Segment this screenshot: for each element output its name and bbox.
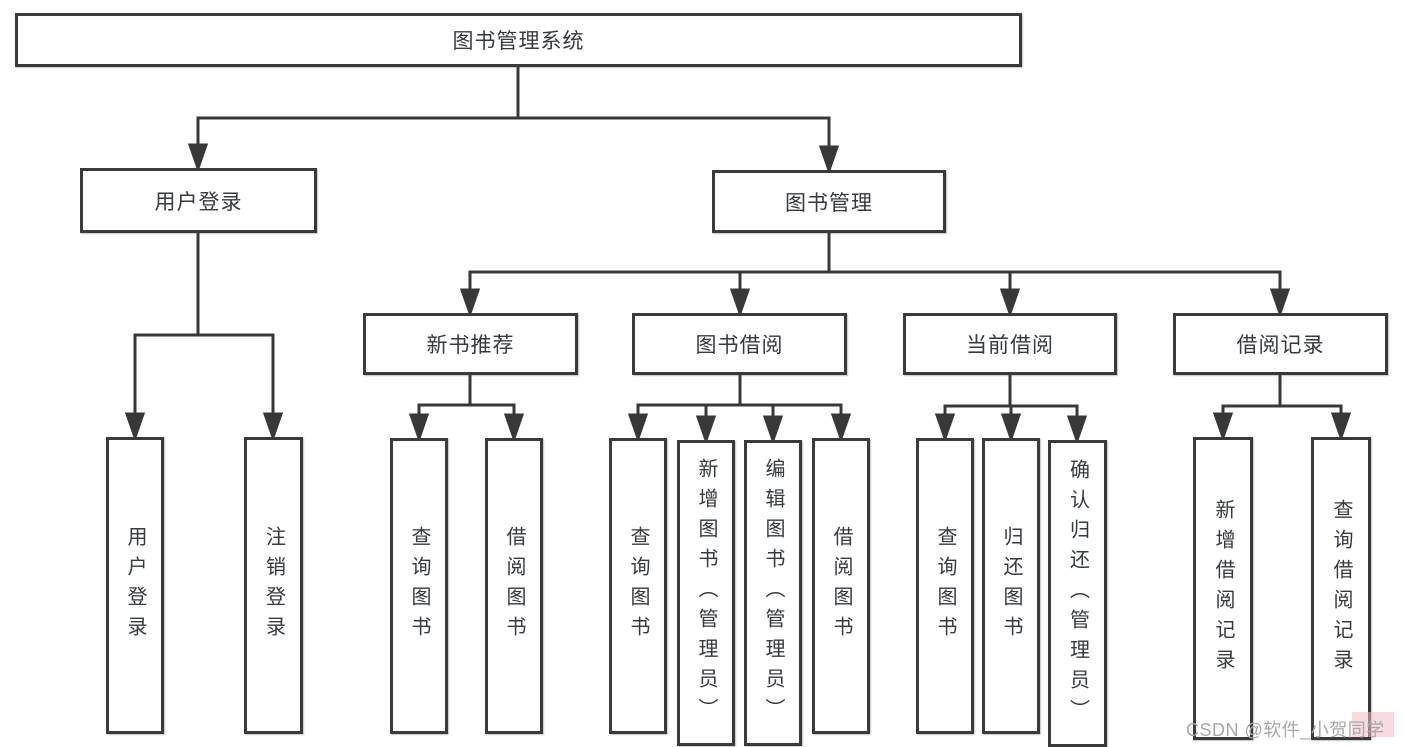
leaf-query-books-current: 查询图书 <box>916 438 974 734</box>
node-new-book-recommend: 新书推荐 <box>363 313 578 375</box>
leaf-return-book: 归还图书 <box>982 438 1040 734</box>
arrowhead <box>627 413 649 443</box>
leaf-query-books-recommend: 查询图书 <box>390 438 448 734</box>
node-new-book-recommend-label: 新书推荐 <box>426 334 515 357</box>
leaf-add-borrow-record: 新增借阅记录 <box>1193 437 1253 740</box>
leaf-user-login-label: 用户登录 <box>124 525 146 646</box>
leaf-add-borrow-record-label: 新增借阅记录 <box>1212 498 1234 679</box>
node-book-management: 图书管理 <box>712 170 946 233</box>
leaf-query-borrow-record: 查询借阅记录 <box>1311 437 1371 740</box>
arrowhead <box>729 288 751 318</box>
leaf-add-book-admin: 新增图书（管理员） <box>677 440 735 746</box>
node-root-label: 图书管理系统 <box>452 30 585 53</box>
arrowhead <box>262 412 284 442</box>
arrowhead <box>1269 288 1291 318</box>
node-borrow-records: 借阅记录 <box>1173 313 1388 375</box>
leaf-query-books-current-label: 查询图书 <box>934 526 956 646</box>
node-book-borrow-label: 图书借阅 <box>695 334 784 357</box>
arrowhead <box>503 413 525 443</box>
leaf-borrow-books-recommend-label: 借阅图书 <box>503 526 525 646</box>
leaf-confirm-return-admin: 确认归还（管理员） <box>1048 440 1107 747</box>
leaf-logout: 注销登录 <box>244 437 303 734</box>
node-book-borrow: 图书借阅 <box>632 313 847 375</box>
arrowhead <box>1066 415 1088 445</box>
node-current-borrow-label: 当前借阅 <box>966 334 1054 357</box>
leaf-edit-book-admin-label: 编辑图书（管理员） <box>762 458 784 728</box>
arrowhead <box>999 288 1021 318</box>
node-user-login: 用户登录 <box>80 168 317 233</box>
arrowhead <box>830 413 852 443</box>
leaf-query-borrow-record-label: 查询借阅记录 <box>1330 498 1352 679</box>
watermark: CSDN @软件_小贺同学 <box>1186 720 1385 740</box>
arrowhead <box>1212 412 1234 442</box>
arrowhead <box>124 412 146 442</box>
leaf-add-book-admin-label: 新增图书（管理员） <box>695 458 717 728</box>
tree-edges <box>124 67 1352 445</box>
leaf-user-login: 用户登录 <box>106 437 164 734</box>
leaf-confirm-return-admin-label: 确认归还（管理员） <box>1066 458 1089 729</box>
leaf-logout-label: 注销登录 <box>262 525 285 646</box>
node-root: 图书管理系统 <box>15 13 1022 67</box>
leaf-query-books-recommend-label: 查询图书 <box>408 526 430 646</box>
leaf-query-books-borrow-label: 查询图书 <box>627 526 649 646</box>
node-book-management-label: 图书管理 <box>785 191 873 215</box>
arrowhead <box>762 415 784 445</box>
arrowhead <box>818 145 840 175</box>
leaf-query-books-borrow: 查询图书 <box>609 438 667 734</box>
leaf-borrow-books-borrow: 借阅图书 <box>812 438 870 734</box>
arrowhead <box>408 413 430 443</box>
leaf-borrow-books-borrow-label: 借阅图书 <box>830 526 852 646</box>
leaf-edit-book-admin: 编辑图书（管理员） <box>744 440 802 746</box>
node-borrow-records-label: 借阅记录 <box>1236 334 1325 357</box>
leaf-borrow-books-recommend: 借阅图书 <box>485 438 543 734</box>
arrowhead <box>695 415 717 445</box>
arrowhead <box>187 143 209 173</box>
node-current-borrow: 当前借阅 <box>903 313 1117 375</box>
leaf-return-book-label: 归还图书 <box>1000 526 1022 646</box>
arrowhead <box>1000 413 1022 443</box>
arrowhead <box>1330 412 1352 442</box>
node-user-login-label: 用户登录 <box>154 190 243 214</box>
arrowhead <box>459 288 481 318</box>
arrowhead <box>934 413 956 443</box>
watermark-highlight <box>1352 712 1394 737</box>
